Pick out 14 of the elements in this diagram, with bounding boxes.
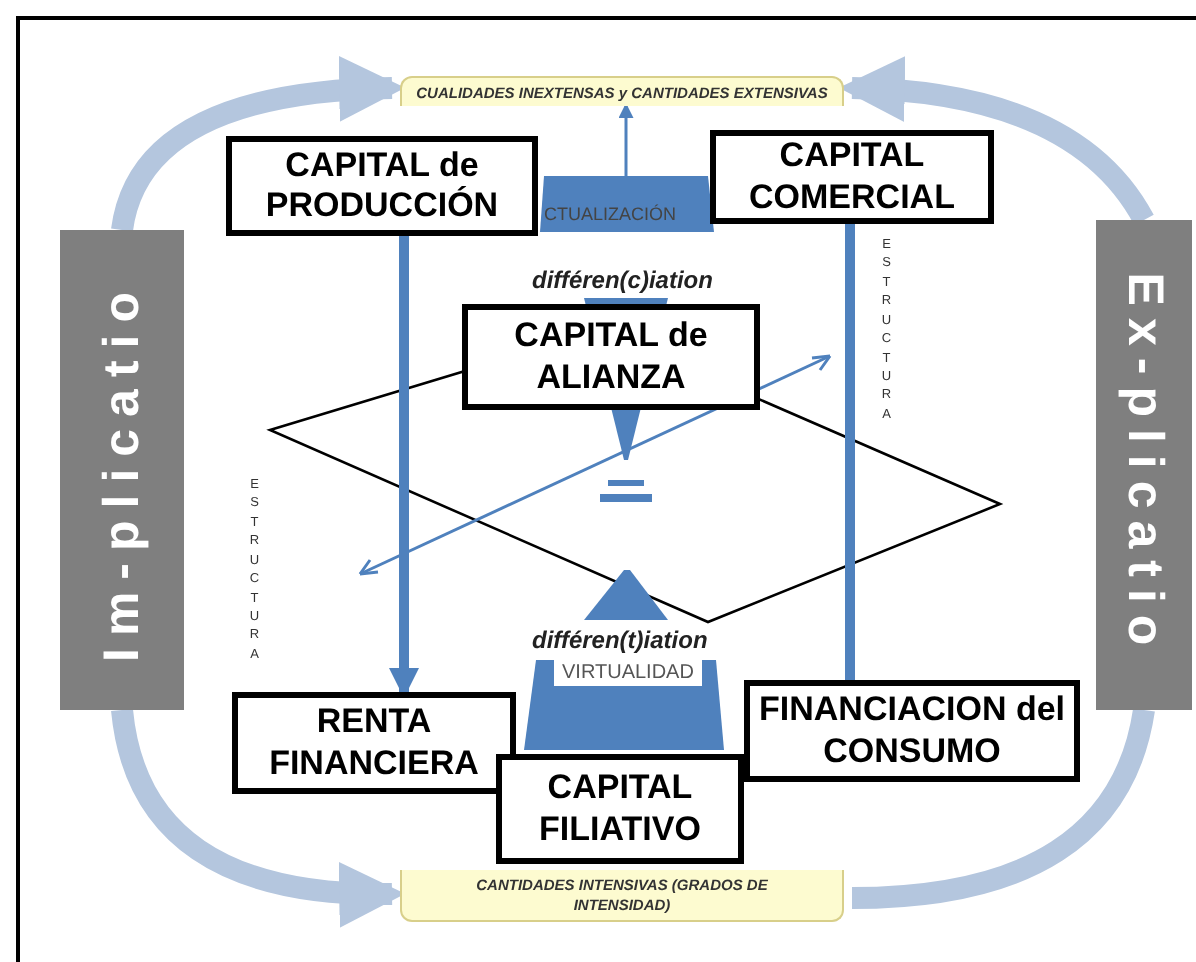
side-bar: Ex-plicatio — [1096, 220, 1192, 710]
concept-box: FINANCIACION del CONSUMO — [744, 680, 1080, 782]
side-bar: Im-plicatio — [60, 230, 184, 710]
process-label: différen(t)iation — [532, 626, 708, 654]
stage-label: CTUALIZACIÓN — [544, 204, 677, 224]
concept-box: CAPITAL COMERCIAL — [710, 130, 994, 224]
stage-label: VIRTUALIDAD — [554, 660, 702, 686]
concept-box: CAPITAL de ALIANZA — [462, 304, 760, 410]
arrow — [389, 236, 419, 698]
process-label: différen(c)iation — [532, 266, 713, 294]
concept-box: RENTA FINANCIERA — [232, 692, 516, 794]
concept-box: CAPITAL FILIATIVO — [496, 754, 744, 864]
concept-box: CAPITAL de PRODUCCIÓN — [226, 136, 538, 236]
arrow — [618, 103, 634, 176]
